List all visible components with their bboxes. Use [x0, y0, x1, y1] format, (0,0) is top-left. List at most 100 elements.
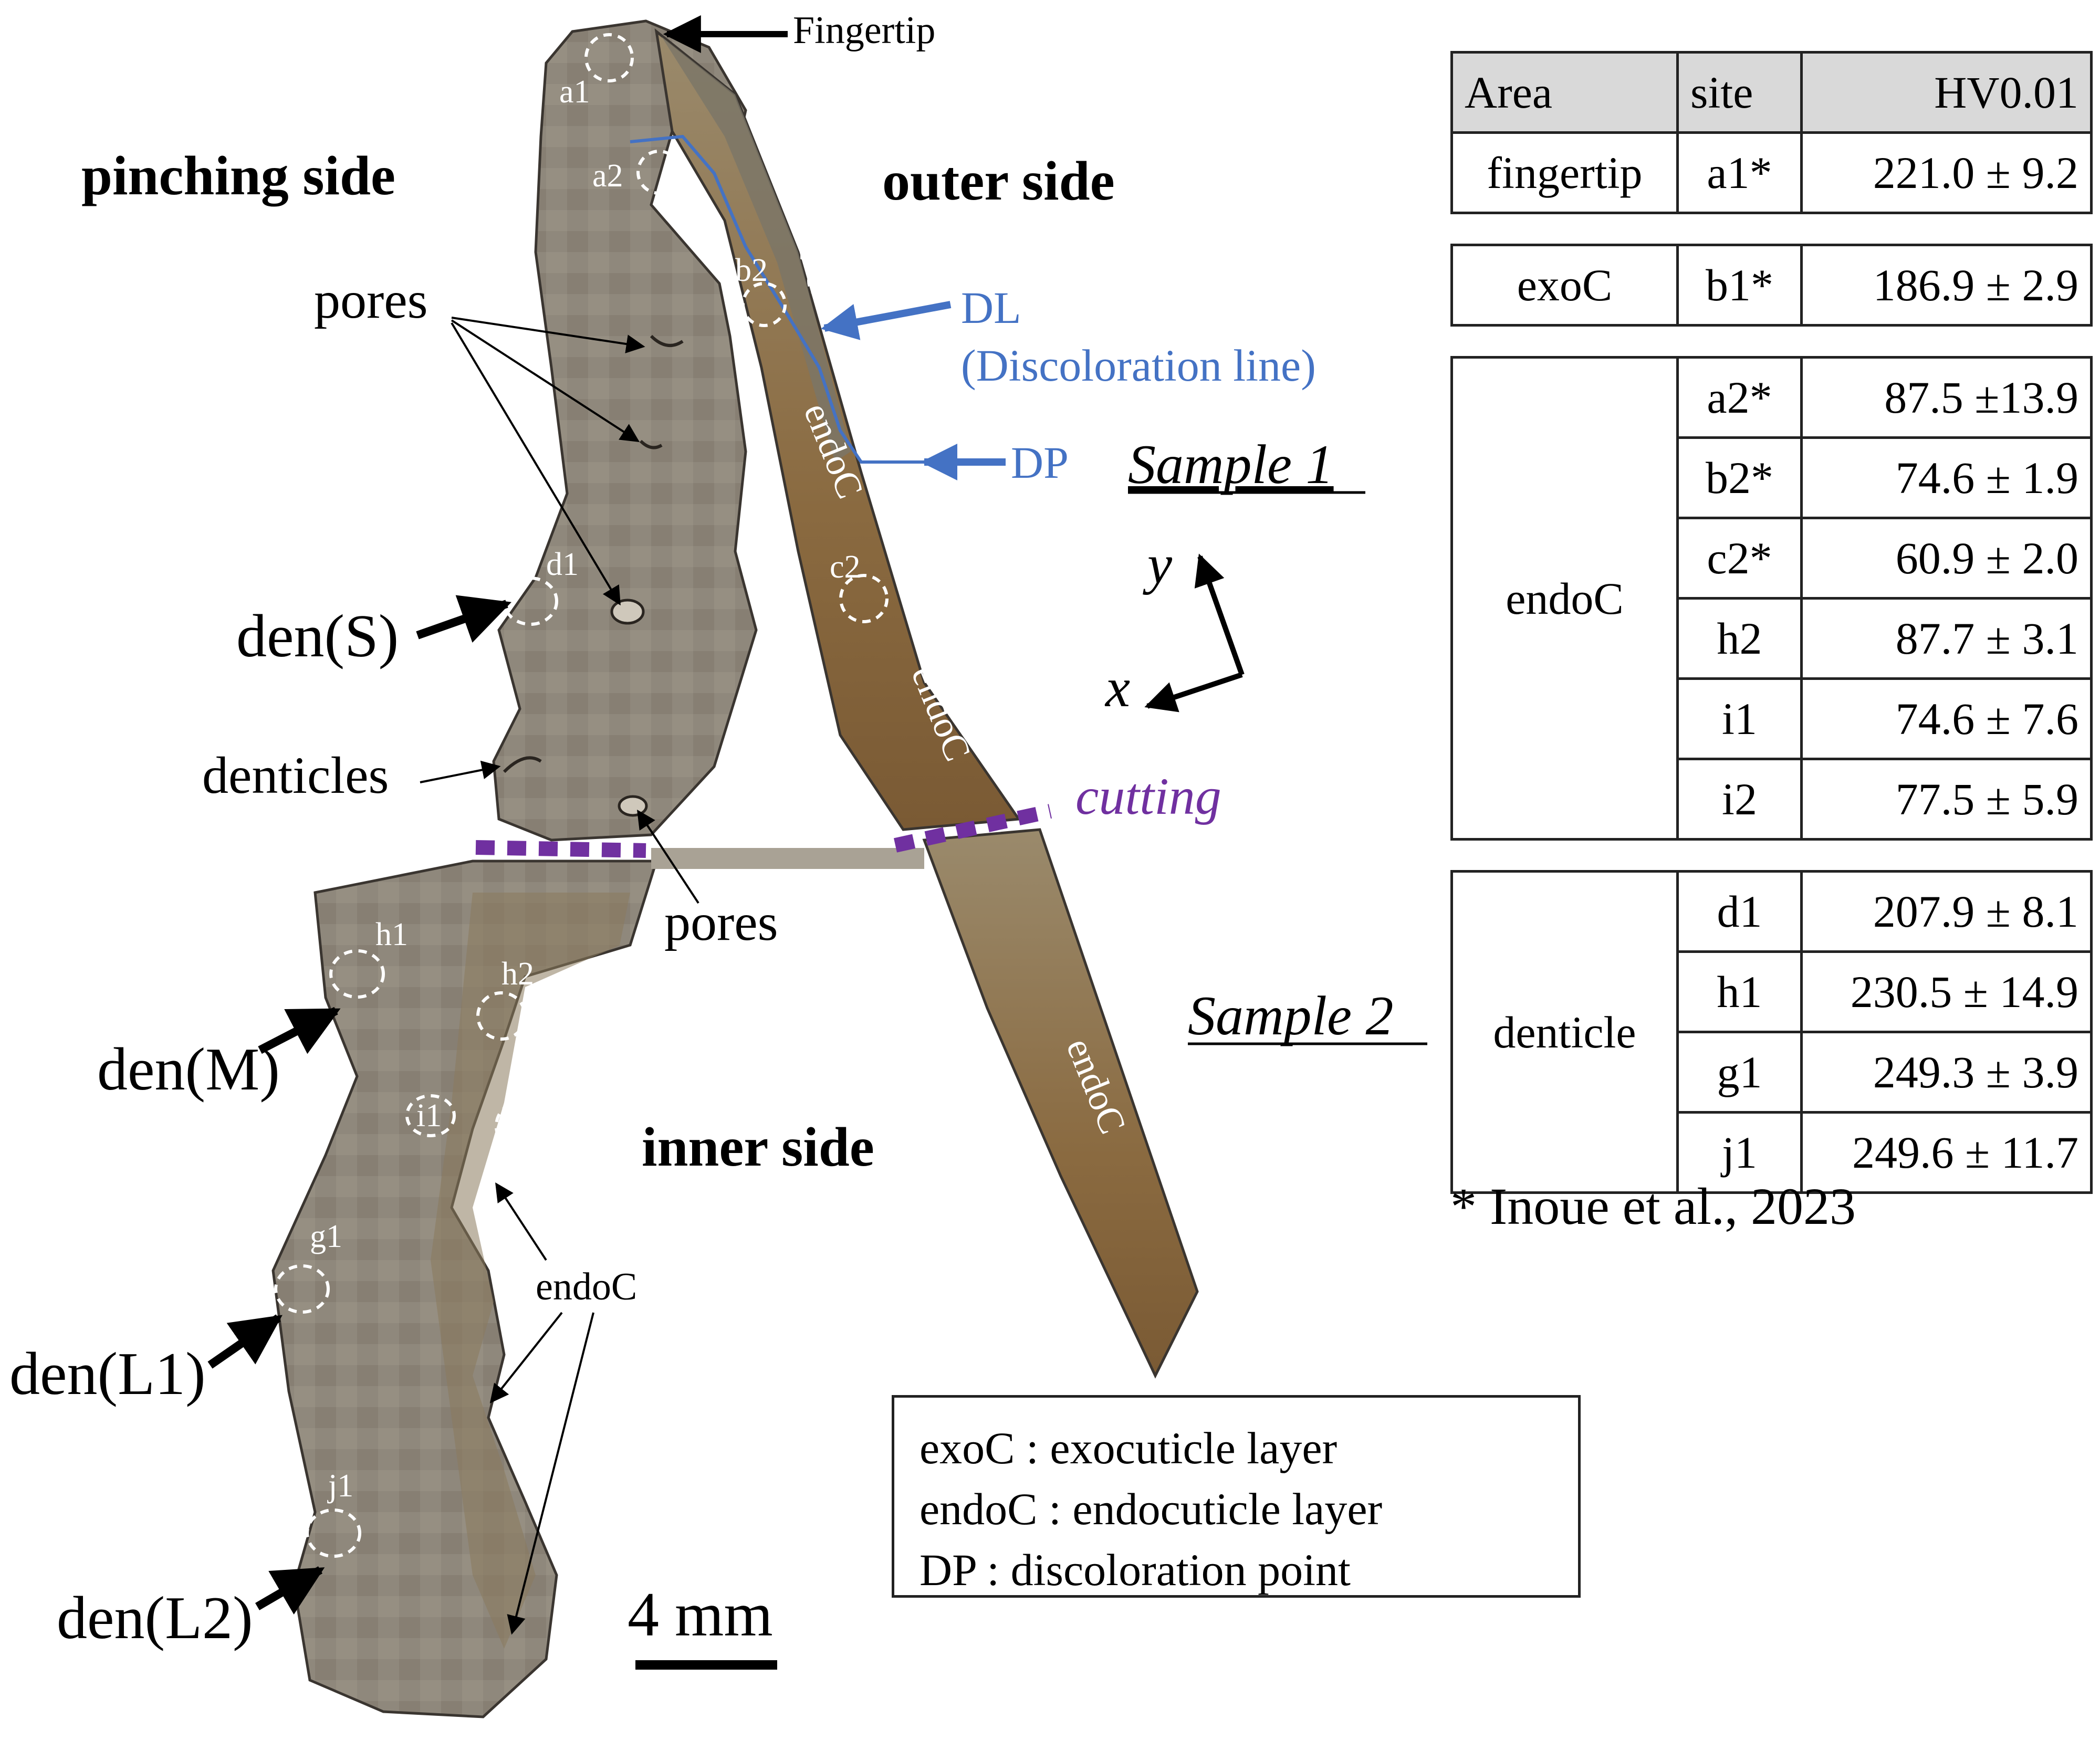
- site-cell: i2: [1676, 758, 1803, 841]
- pore-4: [618, 795, 648, 817]
- hardness-value-cell: 74.6 ± 1.9: [1800, 436, 2093, 519]
- cutting-line-right: [893, 804, 1052, 853]
- y-axis-label: y: [1143, 533, 1173, 595]
- site-cell: a1*: [1676, 131, 1803, 214]
- den-l1-arrow: [207, 1314, 283, 1369]
- site-a2-marker: [636, 150, 682, 195]
- site-b1-marker: [807, 259, 852, 302]
- legend-exoc: exoC : exocuticle layer: [920, 1423, 1338, 1473]
- area-cell: endoC: [1450, 356, 1679, 841]
- site-i2-marker: [495, 1102, 540, 1151]
- table-row: b2*74.6 ± 1.9: [1452, 436, 2093, 519]
- sample2-label: Sample 2: [1188, 985, 1394, 1046]
- pore-1: [650, 334, 684, 347]
- y-axis: [1194, 553, 1245, 676]
- table-row: c2*60.9 ± 2.0: [1452, 517, 2093, 600]
- hardness-value-cell: 221.0 ± 9.2: [1800, 131, 2093, 214]
- den-s-label: den(S): [236, 603, 399, 670]
- site-a1-label: a1: [559, 74, 590, 110]
- site-i1-marker: [405, 1094, 456, 1137]
- site-a1-marker: [584, 33, 634, 82]
- site-b2-label: b2: [735, 253, 768, 288]
- lower-outer-section: [922, 828, 1199, 1379]
- table-group-gap: [1450, 841, 2090, 870]
- site-cell: d1: [1676, 870, 1803, 953]
- site-i1-label: i1: [416, 1098, 442, 1134]
- site-h2-label: h2: [502, 956, 534, 992]
- table-header-cell: Area: [1450, 51, 1679, 134]
- den-l1-label: den(L1): [9, 1340, 206, 1408]
- abbreviation-legend: exoC : exocuticle layer endoC : endocuti…: [892, 1395, 1581, 1598]
- site-markers: [274, 33, 889, 1558]
- site-i2-label: i2: [502, 1111, 527, 1147]
- hardness-value-cell: 207.9 ± 8.1: [1800, 870, 2093, 953]
- endoc-inner-arrows: [489, 1182, 594, 1635]
- site-d1-label: d1: [546, 547, 579, 582]
- endoc-inner-label: endoC: [536, 1265, 637, 1308]
- site-a2-label: a2: [592, 158, 623, 194]
- pores-arrow-bottom: [637, 809, 699, 904]
- den-m-arrow: [258, 1007, 341, 1054]
- site-j1-marker: [306, 1508, 361, 1558]
- site-h1-marker: [329, 949, 385, 999]
- xy-axes: [1144, 553, 1245, 712]
- table-group-gap: [1450, 327, 2090, 356]
- dp-label: DP: [1011, 437, 1069, 488]
- site-h1-label: h1: [375, 917, 408, 952]
- hardness-value-cell: 186.9 ± 2.9: [1800, 244, 2093, 327]
- site-cell: c2*: [1676, 517, 1803, 600]
- den-s-arrow: [416, 595, 512, 643]
- hardness-value-cell: 87.5 ±13.9: [1800, 356, 2093, 439]
- site-cell: a2*: [1676, 356, 1803, 439]
- area-cell: denticle: [1450, 870, 1679, 1194]
- site-cell: b1*: [1676, 244, 1803, 327]
- pinching-side-label: pinching side: [81, 145, 395, 206]
- legend-dp: DP : discoloration point: [920, 1545, 1351, 1595]
- table-header-cell: HV0.01: [1800, 51, 2093, 134]
- site-c2-marker: [839, 574, 889, 623]
- scale-bar-label: 4 mm: [628, 1579, 773, 1649]
- hardness-value-cell: 77.5 ± 5.9: [1800, 758, 2093, 841]
- dl-sublabel: (Discoloration line): [961, 340, 1316, 391]
- hardness-value-cell: 249.3 ± 3.9: [1800, 1031, 2093, 1114]
- denticle-notch: [503, 756, 542, 773]
- discoloration-line: [630, 134, 924, 464]
- den-m-label: den(M): [97, 1036, 280, 1103]
- sample2-tissue: [271, 828, 1199, 1718]
- site-g1-label: g1: [310, 1219, 342, 1254]
- x-axis-label: x: [1104, 657, 1130, 718]
- hardness-value-cell: 60.9 ± 2.0: [1800, 517, 2093, 600]
- area-cell: fingertip: [1450, 131, 1679, 214]
- site-c2-label: c2: [830, 549, 861, 585]
- hardness-value-cell: 230.5 ± 14.9: [1800, 950, 2093, 1033]
- hardness-value-cell: 87.7 ± 3.1: [1800, 597, 2093, 680]
- sample1-label: Sample 1: [1128, 434, 1334, 495]
- site-cell: g1: [1676, 1031, 1803, 1114]
- site-cell: h1: [1676, 950, 1803, 1033]
- x-axis: [1144, 672, 1243, 712]
- pores-arrows-top: [451, 317, 645, 606]
- fingertip-label: Fingertip: [793, 9, 935, 52]
- inner-side-label: inner side: [642, 1116, 874, 1178]
- denticles-arrow: [420, 760, 501, 783]
- site-cell: j1: [1676, 1111, 1803, 1194]
- site-j1-label: j1: [327, 1468, 353, 1504]
- table-header-cell: site: [1676, 51, 1803, 134]
- den-l2-label: den(L2): [57, 1585, 253, 1652]
- area-cell: exoC: [1450, 244, 1679, 327]
- site-cell: i1: [1676, 677, 1803, 760]
- table-footnote: * Inoue et al., 2023: [1450, 1177, 1856, 1235]
- exocuticle-band: [662, 37, 851, 462]
- site-h2-marker: [476, 991, 527, 1041]
